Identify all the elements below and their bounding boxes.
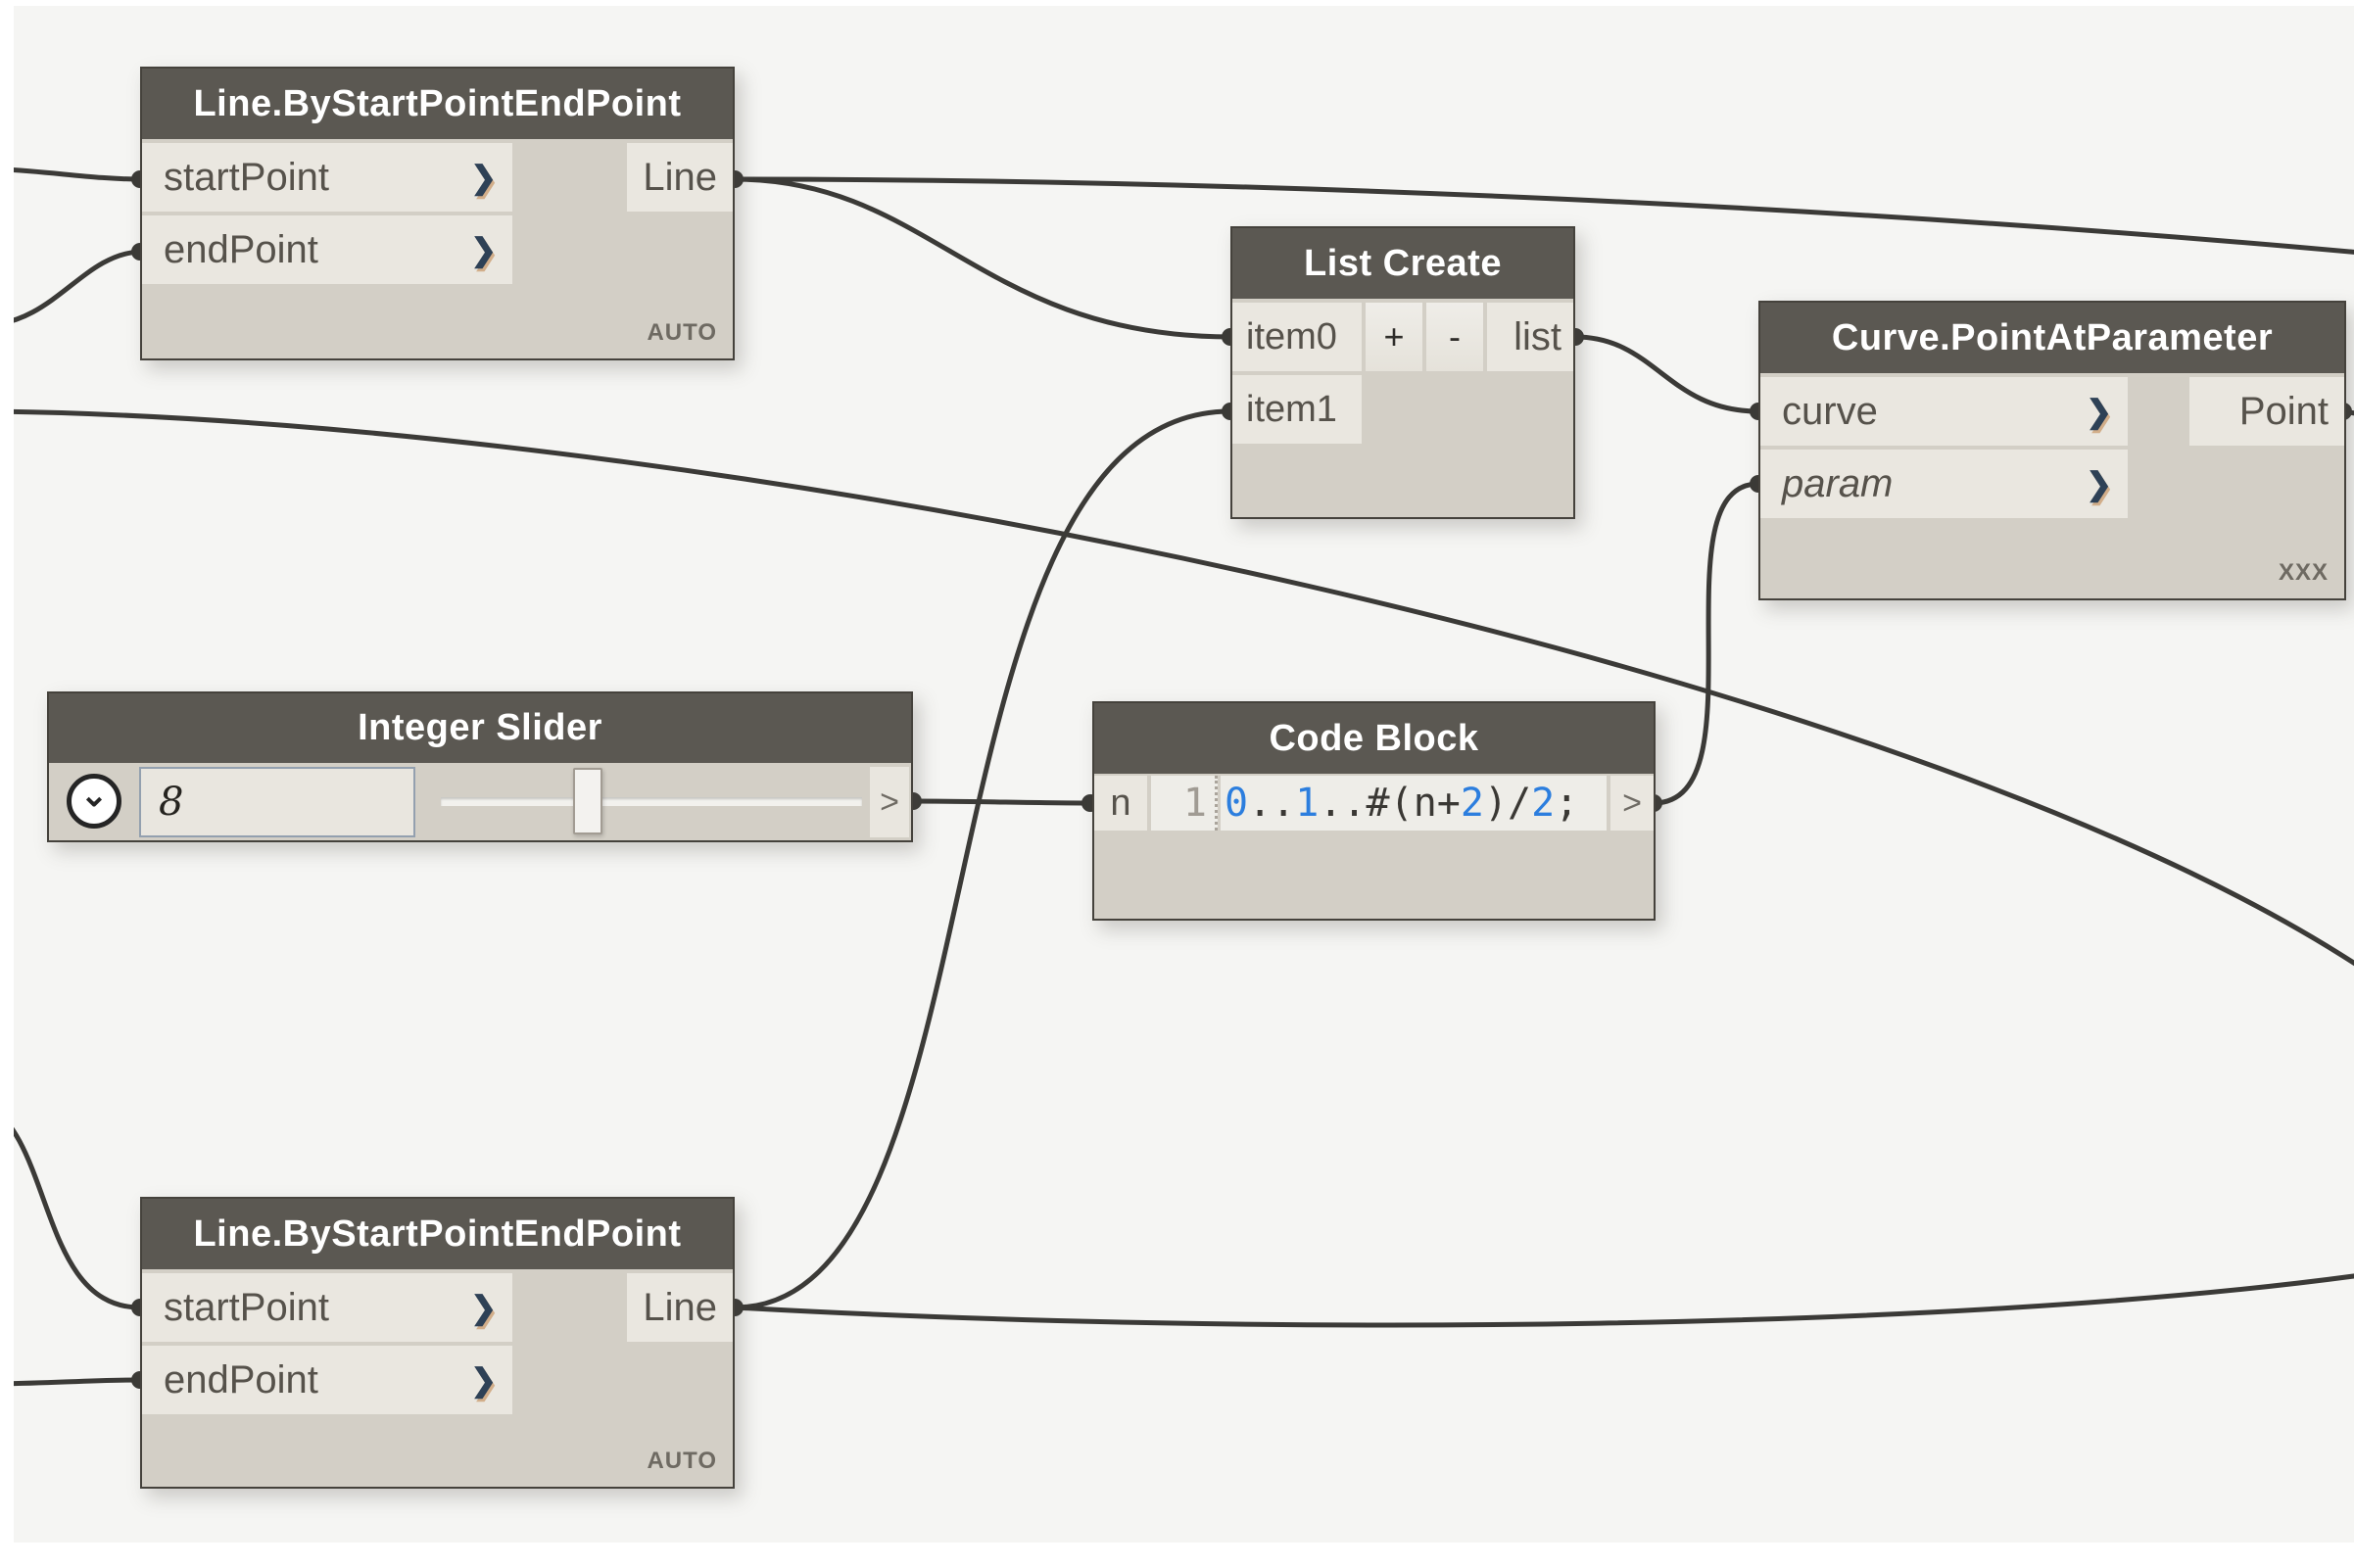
code-token: 2 (1531, 781, 1556, 826)
node-integer-slider[interactable]: Integer Slider ⌄ 8 > (47, 691, 913, 842)
node-title[interactable]: Integer Slider (49, 693, 911, 763)
node-title[interactable]: List Create (1232, 228, 1573, 299)
code-token: .. (1248, 781, 1296, 826)
code-token: #(n+ (1366, 781, 1461, 826)
input-port-label: endPoint (164, 1357, 318, 1402)
code-token: 2 (1460, 781, 1484, 826)
output-port-label: > (1622, 784, 1642, 822)
bottom-margin (0, 1543, 2354, 1568)
wire-crossing-left-to-right[interactable] (0, 408, 2354, 991)
lacing-indicator[interactable]: AUTO (647, 1448, 717, 1474)
input-port-label: param (1782, 461, 1894, 505)
wire-slider-to-codeblock[interactable] (910, 798, 1093, 806)
wire-into-top-endpoint[interactable] (0, 249, 143, 327)
output-port-line[interactable]: Line (627, 143, 733, 212)
code-token: .. (1319, 781, 1367, 826)
default-value-chevron-icon[interactable]: ❯ (2086, 466, 2112, 501)
node-code-block[interactable]: Code Block n 1 0..1..#(n+2)/2; > (1092, 701, 1656, 921)
remove-input-label: - (1449, 316, 1461, 356)
code-token: 0 (1225, 781, 1249, 826)
output-port-list[interactable]: list (1487, 303, 1573, 371)
code-editor[interactable]: 0..1..#(n+2)/2; (1221, 776, 1607, 831)
node-title[interactable]: Code Block (1094, 703, 1654, 774)
add-input-button[interactable]: + (1366, 303, 1422, 371)
input-port-label: startPoint (164, 1285, 329, 1329)
left-margin (0, 0, 14, 1568)
node-curve-pointatparameter[interactable]: Curve.PointAtParameter curve ❯ param ❯ P… (1758, 301, 2346, 600)
output-port-label: Line (643, 1285, 717, 1329)
node-line-bystartpointendpoint-top[interactable]: Line.ByStartPointEndPoint startPoint ❯ e… (140, 67, 735, 360)
code-token: 1 (1295, 781, 1320, 826)
code-token: )/ (1483, 781, 1532, 826)
input-port-item1[interactable]: item1 (1232, 375, 1362, 444)
collapse-button[interactable]: ⌄ (67, 774, 121, 829)
slider-value-input[interactable]: 8 (139, 767, 415, 837)
node-line-bystartpointendpoint-bottom[interactable]: Line.ByStartPointEndPoint startPoint ❯ e… (140, 1197, 735, 1489)
chevron-down-icon: ⌄ (79, 777, 109, 814)
remove-input-button[interactable]: - (1426, 303, 1483, 371)
node-title[interactable]: Curve.PointAtParameter (1760, 303, 2344, 373)
input-port-param[interactable]: param ❯ (1760, 450, 2128, 518)
default-value-chevron-icon[interactable]: ❯ (2086, 394, 2112, 429)
input-port-label: item1 (1246, 388, 1337, 430)
output-port-slider[interactable]: > (870, 767, 909, 837)
slider-handle[interactable] (573, 768, 602, 834)
slider-track[interactable] (441, 797, 862, 806)
input-port-label: startPoint (164, 155, 329, 199)
wire-codeblock-to-param[interactable] (1651, 481, 1761, 806)
output-port-line[interactable]: Line (627, 1273, 733, 1342)
input-port-label: curve (1782, 389, 1878, 433)
wire-into-bottom-endpoint[interactable] (0, 1377, 143, 1387)
node-title[interactable]: Line.ByStartPointEndPoint (142, 69, 733, 139)
wire-bottomline-to-item1[interactable] (732, 408, 1233, 1310)
input-port-label: n (1110, 782, 1131, 824)
input-port-endpoint[interactable]: endPoint ❯ (142, 215, 512, 284)
output-port-label: Point (2238, 389, 2329, 433)
add-input-label: + (1383, 316, 1405, 356)
default-value-chevron-icon[interactable]: ❯ (470, 160, 497, 195)
input-port-endpoint[interactable]: endPoint ❯ (142, 1346, 512, 1414)
default-value-chevron-icon[interactable]: ❯ (470, 1290, 497, 1325)
output-port-label: > (880, 783, 899, 821)
wire-topline-to-item0[interactable] (732, 176, 1233, 340)
input-port-curve[interactable]: curve ❯ (1760, 377, 2128, 446)
input-port-n[interactable]: n (1094, 776, 1147, 831)
default-value-chevron-icon[interactable]: ❯ (470, 232, 497, 267)
node-title[interactable]: Line.ByStartPointEndPoint (142, 1199, 733, 1269)
wire-into-top-startpoint[interactable] (0, 166, 143, 182)
wire-into-bottom-startpoint[interactable] (0, 1103, 143, 1310)
wire-bottomline-to-right-edge[interactable] (732, 1273, 2354, 1328)
input-port-label: endPoint (164, 227, 318, 271)
output-port-label: Line (643, 155, 717, 199)
code-line-number: 1 (1151, 776, 1218, 831)
node-list-create[interactable]: List Create item0 + - list item1 (1230, 226, 1575, 519)
input-port-label: item0 (1246, 315, 1337, 357)
top-margin (0, 0, 2354, 6)
default-value-chevron-icon[interactable]: ❯ (470, 1362, 497, 1398)
input-port-startpoint[interactable]: startPoint ❯ (142, 1273, 512, 1342)
output-port-point[interactable]: Point (2189, 377, 2344, 446)
wire-list-to-curve[interactable] (1572, 334, 1761, 414)
wire-topline-to-right-edge[interactable] (732, 176, 2354, 255)
slider-value: 8 (159, 780, 184, 825)
lacing-indicator[interactable]: AUTO (647, 319, 717, 346)
output-port-label: list (1513, 314, 1561, 358)
input-port-startpoint[interactable]: startPoint ❯ (142, 143, 512, 212)
output-port-codeblock[interactable]: > (1610, 776, 1654, 831)
input-port-item0[interactable]: item0 (1232, 303, 1362, 371)
code-token: ; (1555, 781, 1579, 826)
lacing-indicator[interactable]: XXX (2278, 559, 2329, 586)
